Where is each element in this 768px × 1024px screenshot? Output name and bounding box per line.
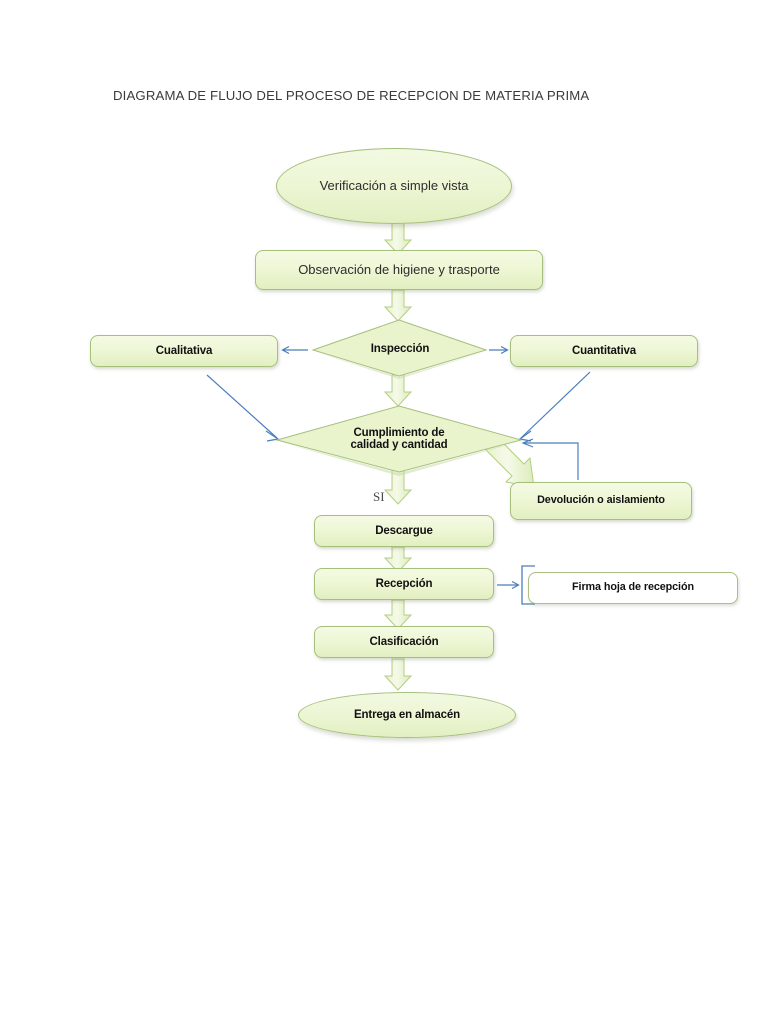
edge-label-si: SI (373, 489, 385, 504)
node-cumplimiento-label-line1: Cumplimiento de (353, 427, 445, 439)
node-inspeccion-label: Inspección (370, 343, 430, 355)
node-cuantitativa[interactable]: Cuantitativa (510, 335, 698, 367)
arrow-observacion-inspeccion (383, 289, 413, 322)
arrow-clasificacion-entrega (383, 658, 413, 691)
node-recepcion-label: Recepción (375, 577, 433, 590)
page-title: DIAGRAMA DE FLUJO DEL PROCESO DE RECEPCI… (113, 88, 590, 103)
node-cualitativa[interactable]: Cualitativa (90, 335, 278, 367)
node-devolucion[interactable]: Devolución o aislamiento (510, 482, 692, 520)
node-verificacion[interactable]: Verificación a simple vista (276, 148, 512, 224)
node-cuantitativa-label: Cuantitativa (571, 344, 637, 357)
arrow-inspeccion-cualitativa (281, 345, 308, 355)
node-cumplimiento[interactable]: Cumplimiento de calidad y cantidad (277, 406, 521, 472)
node-clasificacion-label: Clasificación (369, 635, 439, 648)
node-verificacion-label: Verificación a simple vista (319, 177, 469, 193)
node-cumplimiento-label-line2: calidad y cantidad (350, 439, 448, 451)
arrow-inspeccion-cuantitativa (489, 345, 509, 355)
arrow-cumplimiento-descargue (383, 469, 413, 505)
node-descargue-label: Descargue (375, 524, 433, 537)
node-entrega[interactable]: Entrega en almacén (298, 692, 516, 738)
node-cualitativa-label: Cualitativa (155, 344, 213, 357)
node-firma[interactable]: Firma hoja de recepción (528, 572, 738, 604)
arrow-cuantitativa-cumplimiento (518, 371, 591, 442)
node-clasificacion[interactable]: Clasificación (314, 626, 494, 658)
node-inspeccion[interactable]: Inspección (313, 320, 487, 378)
arrow-recepcion-clasificacion (383, 599, 413, 630)
node-firma-label: Firma hoja de recepción (572, 581, 694, 594)
node-observacion-label: Observación de higiene y trasporte (298, 261, 500, 277)
node-entrega-label: Entrega en almacén (354, 708, 460, 721)
node-devolucion-label: Devolución o aislamiento (537, 494, 665, 507)
node-descargue[interactable]: Descargue (314, 515, 494, 547)
arrow-inspeccion-cumplimiento (383, 374, 413, 407)
node-recepcion[interactable]: Recepción (314, 568, 494, 600)
arrow-cualitativa-cumplimiento (206, 374, 280, 442)
node-observacion[interactable]: Observación de higiene y trasporte (255, 250, 543, 290)
arrow-devolucion-cumplimiento (521, 438, 579, 480)
